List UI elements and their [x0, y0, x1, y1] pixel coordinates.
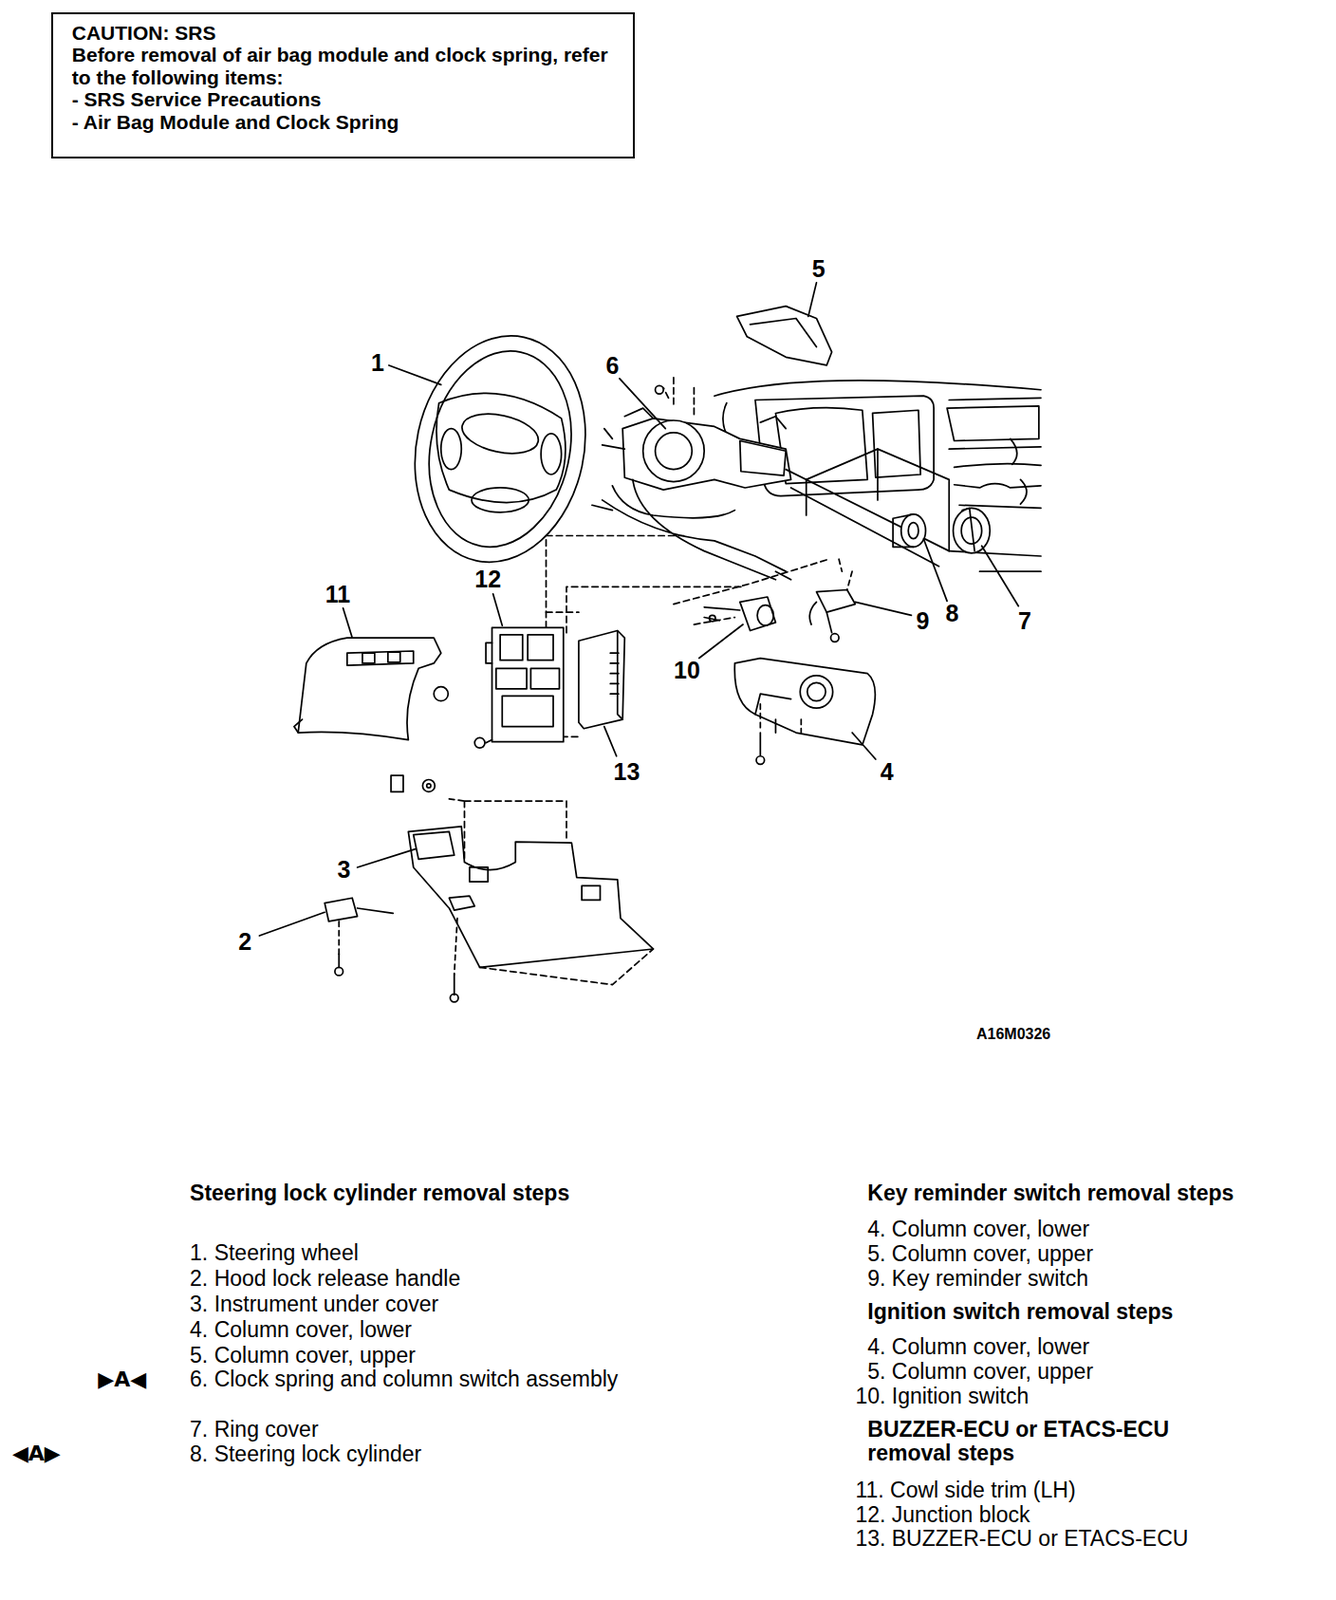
callout-number: 11: [325, 580, 351, 609]
step-item: 4. Column cover, lower: [867, 1217, 1336, 1242]
step-item: 11. Cowl side trim (LH): [854, 1478, 1336, 1503]
step-heading: Ignition switch removal steps: [867, 1299, 1317, 1324]
step-item: 4. Column cover, lower: [867, 1335, 1336, 1359]
callout-number: 9: [915, 606, 929, 634]
step-item: 5. Column cover, upper: [867, 1359, 1336, 1384]
step-item: 3. Instrument under cover: [189, 1292, 668, 1317]
callout-number: 3: [337, 855, 352, 884]
callout-number: 7: [1018, 606, 1032, 634]
caution-box: CAUTION: SRSBefore removal of air bag mo…: [51, 12, 635, 159]
callout-number: 2: [238, 927, 252, 955]
caution-text: Before removal of air bag module and clo…: [72, 43, 616, 89]
step-heading: Steering lock cylinder removal steps: [189, 1181, 598, 1206]
step-item: 6. Clock spring and column switch assemb…: [189, 1367, 632, 1392]
step-item: 1. Steering wheel: [189, 1241, 668, 1265]
step-item: 2. Hood lock release handle: [189, 1266, 668, 1291]
callout-number: 5: [812, 254, 826, 282]
caution-heading: CAUTION: SRS: [72, 21, 616, 45]
callout-number: 6: [605, 352, 619, 380]
callout-number: 8: [946, 599, 960, 628]
reference-mark: ◀A▶: [12, 1441, 61, 1466]
caution-text: - Air Bag Module and Clock Spring: [72, 111, 616, 134]
step-heading: BUZZER-ECU or ETACS-ECU removal steps: [867, 1417, 1245, 1466]
callout-number: 13: [613, 758, 641, 786]
callout-number: 1: [371, 348, 385, 376]
step-item: 12. Junction block: [854, 1503, 1336, 1527]
step-item: 4. Column cover, lower: [189, 1317, 668, 1342]
callout-number: 10: [673, 655, 701, 684]
callout-number: 12: [474, 564, 501, 593]
step-item: 8. Steering lock cylinder: [189, 1442, 668, 1466]
step-item: 13. BUZZER-ECU or ETACS-ECU: [854, 1526, 1336, 1551]
figure-code: A16M0326: [976, 1025, 1051, 1043]
step-item: 5. Column cover, upper: [867, 1242, 1336, 1266]
step-heading: Key reminder switch removal steps: [867, 1181, 1329, 1206]
step-item: 9. Key reminder switch: [867, 1266, 1336, 1291]
reference-mark: ▶A◀: [97, 1367, 147, 1392]
callout-number: 4: [880, 758, 894, 786]
caution-text: - SRS Service Precautions: [72, 88, 616, 112]
step-item: 10. Ignition switch: [854, 1384, 1336, 1409]
step-item: 7. Ring cover: [189, 1417, 668, 1442]
step-item: 5. Column cover, upper: [189, 1343, 668, 1368]
